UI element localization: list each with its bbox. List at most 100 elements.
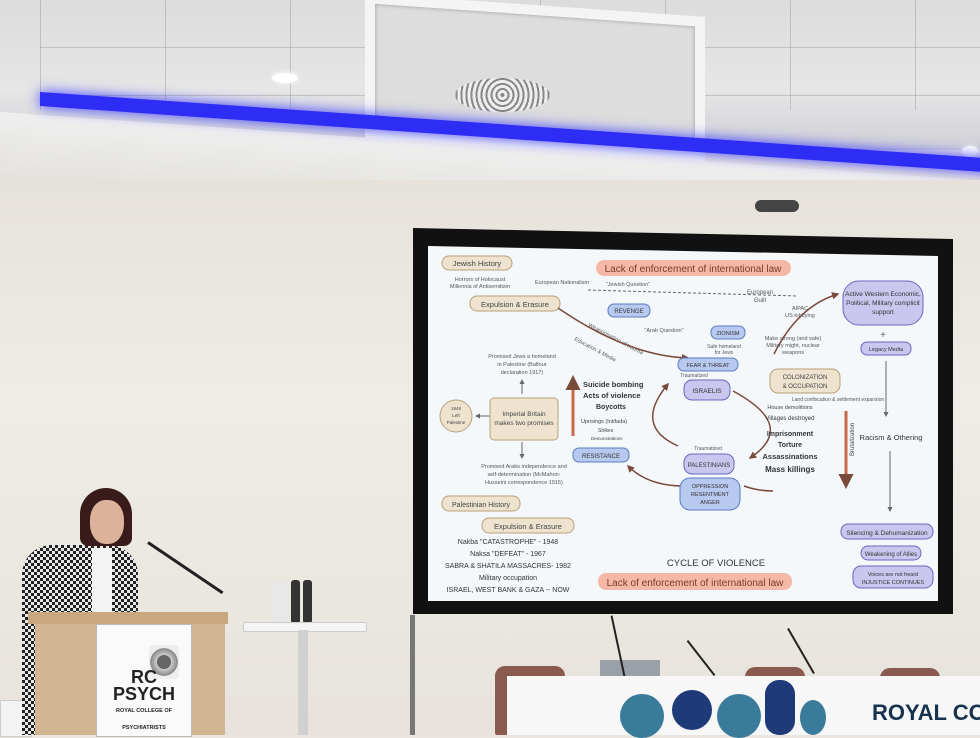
assassinations: Assassinations: [762, 452, 817, 461]
oppression-box: [679, 477, 741, 511]
safe-homeland-1: Safe homeland: [707, 344, 741, 350]
silencing-box: [840, 523, 934, 540]
jewish-question: "Jewish Question": [606, 282, 650, 288]
legacy-media-box: [860, 341, 912, 356]
zionism-box: [710, 325, 746, 340]
active-western-2: Political, Military complicit: [846, 300, 920, 307]
slide-title-bottom: Lack of enforcement of international law: [607, 578, 785, 589]
soap-bottle: [303, 580, 312, 622]
jewish-history-box: [441, 255, 513, 271]
resistance-label: RESISTANCE: [582, 454, 620, 460]
presentation-slide: Lack of enforcement of international law…: [428, 246, 938, 601]
cycle-arrow-right: [732, 390, 772, 459]
active-western-3: support: [872, 309, 894, 316]
voices-1: Voices are not heard: [868, 572, 918, 578]
palestinians-label: PALESTINIANS: [688, 463, 731, 469]
arab-question: "Arab Question": [644, 328, 683, 334]
weakening-allies-box: [860, 545, 922, 561]
weaponisation-arrow: [557, 307, 690, 362]
left-palestine-circle: [439, 399, 473, 433]
aipac-2: US lobbying: [785, 313, 815, 319]
racism-othering: Racism & Othering: [860, 433, 923, 442]
slide-title-top: Lack of enforcement of international law: [605, 264, 783, 275]
logo-psychiatrists: PSYCHIATRISTS: [122, 725, 166, 731]
fear-threat-label: FEAR & THREAT: [687, 363, 731, 369]
make-strong-2: Military might, nuclear: [766, 343, 820, 349]
title-top-box: [596, 260, 791, 276]
desk-graphic-dot: [765, 680, 795, 735]
oppression-3: ANGER: [700, 500, 720, 506]
safe-homeland-2: for Jews: [715, 350, 734, 356]
expulsion-top-label: Expulsion & Erasure: [481, 300, 549, 309]
college-crest-icon: [149, 645, 179, 679]
promised-arabs-1: Promised Arabs independence and: [481, 464, 567, 470]
israel-wb-gaza: ISRAEL, WEST BANK & GAZA -- NOW: [447, 587, 570, 594]
traumatized-2: Traumatized: [694, 446, 722, 452]
oppression-2: RESENTMENT: [691, 492, 730, 498]
cycle-arrow-left: [652, 382, 679, 447]
brutalization-label: Brutalization: [850, 423, 856, 456]
voices-2: INJUSTICE CONTINUES: [862, 580, 925, 586]
desk-graphic-dot: [672, 690, 712, 730]
house-demolitions: House demolitions: [767, 405, 812, 411]
active-western-1: Active Western Economic,: [845, 291, 921, 298]
uprisings: Uprisings (Intifada): [581, 419, 627, 425]
desk-graphic-dot: [717, 694, 761, 738]
imprisonment: Imprisonment: [767, 431, 814, 438]
torture: Torture: [778, 442, 802, 449]
wall-sensor: [755, 200, 799, 212]
promised-jews-1: Promised Jews a homeland: [488, 354, 556, 360]
laptop: [600, 660, 660, 678]
military-occupation: Military occupation: [479, 575, 537, 582]
promised-jews-2: in Palestine (Balfour: [497, 362, 546, 368]
demonstrations: Demonstrations: [591, 436, 623, 441]
villages-destroyed: Villages destroyed: [766, 416, 815, 422]
aipac-1: AIPAC: [792, 306, 808, 312]
oppression-1: OPPRESSION: [692, 484, 728, 490]
silencing-label: Silencing & Dehumanization: [846, 530, 928, 537]
cycle-of-violence-label: CYCLE OF VIOLENCE: [667, 558, 765, 569]
ceiling-light: [962, 146, 978, 156]
ceiling-vent: [455, 78, 550, 112]
suicide-bombing: Suicide bombing: [583, 380, 644, 389]
education-media-label: Education & Media: [573, 336, 617, 363]
side-table-leg: [298, 630, 308, 735]
make-strong-3: weapons: [781, 350, 804, 356]
sabra-shatila: SABRA & SHATILA MASSACRES- 1982: [445, 563, 571, 570]
soap-bottle: [291, 580, 300, 622]
active-western-box: [842, 280, 924, 326]
promised-arabs-2: self-determination (McMahon-: [487, 472, 560, 478]
nakba: Nakba "CATASTROPHE" - 1948: [458, 539, 559, 546]
slide-diagram: Lack of enforcement of international law…: [439, 255, 934, 594]
horrors-line-2: Millennia of Antisemitism: [450, 284, 511, 290]
microphone-stand-pole: [410, 615, 415, 735]
boycotts: Boycotts: [596, 404, 626, 411]
speaker-face: [90, 500, 124, 544]
strikes: Strikes: [598, 428, 614, 434]
left-palestine-3: Palestine: [447, 420, 466, 425]
plus-sign: +: [880, 330, 886, 341]
rcpsych-logo: RC PSYCH ROYAL COLLEGE OF PSYCHIATRISTS: [97, 667, 191, 737]
revenge-label: REVENGE: [614, 309, 643, 315]
podium-top: [28, 612, 228, 624]
palestinians-box: [683, 453, 735, 475]
logo-rc: RC: [131, 667, 157, 687]
promised-jews-3: declaration 1917): [501, 370, 544, 376]
israelis-box: [683, 379, 731, 401]
palestinian-history-label: Palestinian History: [452, 502, 510, 509]
jewish-history-label: Jewish History: [453, 259, 502, 268]
colonization-2: & OCCUPATION: [783, 384, 828, 390]
title-bottom-box: [598, 573, 792, 590]
cycle-arrow-oppression: [743, 485, 774, 492]
colonization-1: COLONIZATION: [783, 375, 828, 381]
european-nationalism: European Nationalism: [535, 280, 590, 286]
resistance-box: [572, 447, 630, 463]
logo-royal-college: ROYAL COLLEGE OF: [116, 708, 172, 714]
guilt-dashed-line: [587, 289, 799, 297]
expulsion-bottom-box: [481, 517, 575, 534]
naksa: Naksa "DEFEAT" - 1967: [470, 551, 546, 558]
water-bottle: [272, 582, 288, 622]
imperial-britain-box: [489, 397, 559, 441]
european-guilt-1: European: [747, 290, 773, 296]
weakening-allies-label: Weakening of Allies: [865, 552, 917, 558]
